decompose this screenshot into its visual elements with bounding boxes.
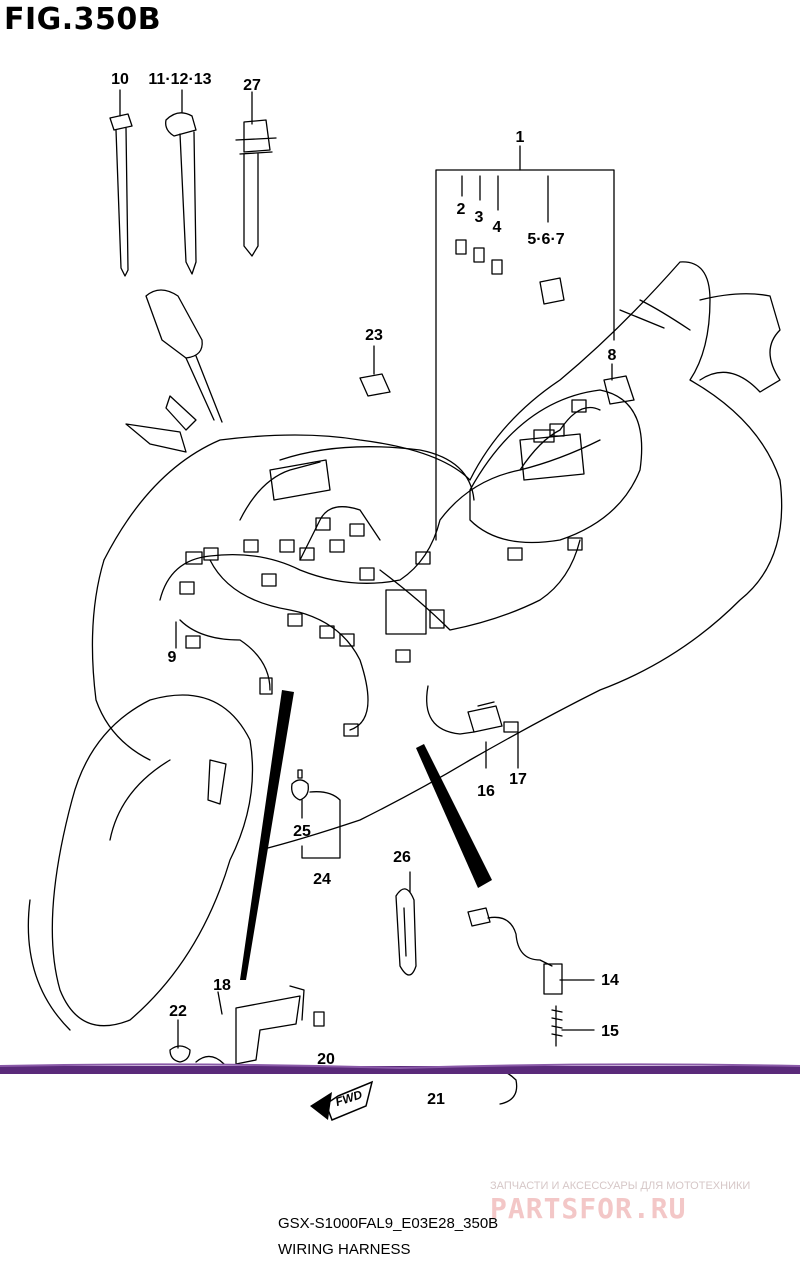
watermark-tagline: ЗАПЧАСТИ И АКСЕССУАРЫ ДЛЯ МОТОТЕХНИКИ [490,1180,751,1192]
cable-tie-10 [109,113,133,277]
figure-title: FIG.350B [4,2,162,37]
watermark-logo: PARTSFOR.RU [490,1192,687,1225]
callout-5-6-7: 5·6·7 [527,231,564,248]
callout-26: 26 [393,849,411,866]
callout-8: 8 [608,347,617,364]
callout-20: 20 [317,1051,335,1068]
callout-2: 2 [457,201,466,218]
callout-21: 21 [427,1091,445,1108]
callout-10: 10 [111,71,129,88]
callout-15: 15 [601,1023,619,1040]
callout-24: 24 [313,871,331,888]
callout-18: 18 [213,977,231,994]
callout-16: 16 [477,783,495,800]
callout-11-12-13: 11·12·13 [148,71,211,88]
cut-band [0,1063,800,1074]
callout-23: 23 [365,327,383,344]
figure-name: WIRING HARNESS [278,1241,411,1258]
figure-code: GSX-S1000FAL9_E03E28_350B [278,1215,499,1232]
callout-17: 17 [509,771,527,788]
cable-tie-27 [235,119,277,257]
callout-22: 22 [169,1003,187,1020]
cable-tie-11 [165,112,197,275]
callout-9: 9 [168,649,177,666]
callout-27: 27 [243,77,261,94]
callout-4: 4 [493,219,502,236]
forward-arrow-label: FWD [334,1087,365,1109]
callout-1: 1 [516,129,525,146]
callout-3: 3 [475,209,484,226]
callout-25: 25 [293,823,311,840]
callout-14: 14 [601,972,619,989]
